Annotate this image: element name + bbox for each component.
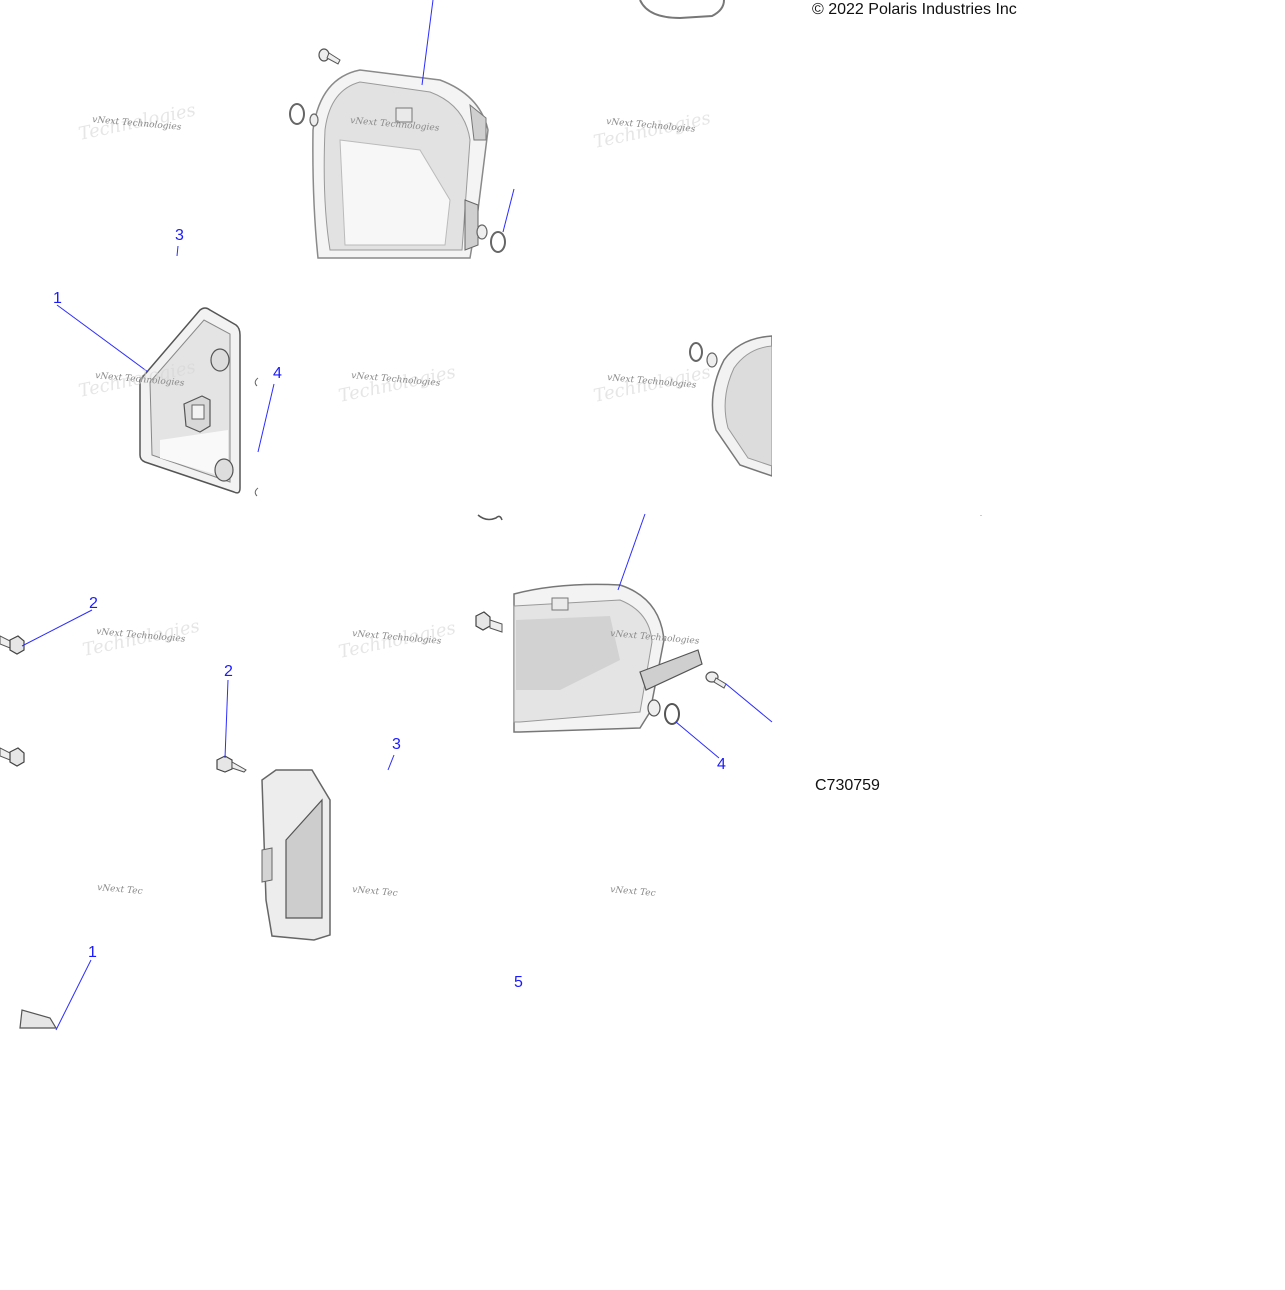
callout-1a: 1 [53, 290, 62, 307]
callout-4a: 4 [273, 365, 282, 382]
bracket-panel [139, 307, 241, 494]
leader-line-3a [176, 245, 179, 257]
leader-line-screw [725, 683, 773, 723]
svg-text:vNext Tec: vNext Tec [97, 883, 143, 897]
clip-mark-lower [254, 487, 259, 497]
leader-line-4b [675, 721, 720, 759]
bolt-left-lower [0, 747, 25, 767]
leader-line-headlight [617, 513, 646, 591]
grommet-ring-right [490, 231, 506, 253]
callout-2b: 2 [224, 663, 233, 680]
callout-5: 5 [514, 974, 523, 991]
callout-1b: 1 [88, 944, 97, 961]
leader-line-top [421, 0, 434, 86]
callout-2a: 2 [89, 595, 98, 612]
grommet-right-small [476, 224, 488, 240]
copyright-notice: © 2022 Polaris Industries Inc [812, 1, 1017, 18]
headlight-assembly-top [312, 69, 489, 259]
bracket-corner-partial [19, 1009, 58, 1029]
screw-headlight-left [475, 611, 503, 633]
grommet-left-small [309, 113, 319, 127]
clip-mark-upper [254, 377, 259, 387]
grommet-bottom-small [647, 699, 661, 717]
callout-3b: 3 [392, 736, 401, 753]
callout-3a: 3 [175, 227, 184, 244]
leader-line-3b [387, 754, 395, 771]
screw-top [318, 48, 341, 65]
bezel-edge-top [639, 0, 725, 20]
leader-line-1b [55, 959, 92, 1031]
clip-top-tile3 [477, 514, 503, 521]
bolt-center [216, 755, 247, 773]
callout-4b: 4 [717, 756, 726, 773]
headlight-assembly-bottom [513, 583, 703, 733]
screw-headlight-right [705, 671, 727, 689]
leader-line-ring [502, 188, 515, 233]
grommet-bottom-ring [664, 703, 680, 725]
diagram-id: C730759 [815, 777, 880, 794]
headlight-assembly-mid-partial [689, 335, 773, 478]
svg-text:vNext Tec: vNext Tec [610, 885, 656, 899]
bracket-side-view [261, 769, 331, 941]
leader-line-4a [257, 383, 275, 453]
leader-line-1a [56, 304, 149, 373]
leader-line-2a [21, 609, 93, 647]
bolt-left-upper [0, 635, 25, 655]
svg-text:vNext Tec: vNext Tec [352, 885, 398, 899]
leader-line-2b [224, 679, 229, 759]
grommet-ring-left [289, 103, 305, 125]
tile-mask-right [772, 260, 1285, 515]
